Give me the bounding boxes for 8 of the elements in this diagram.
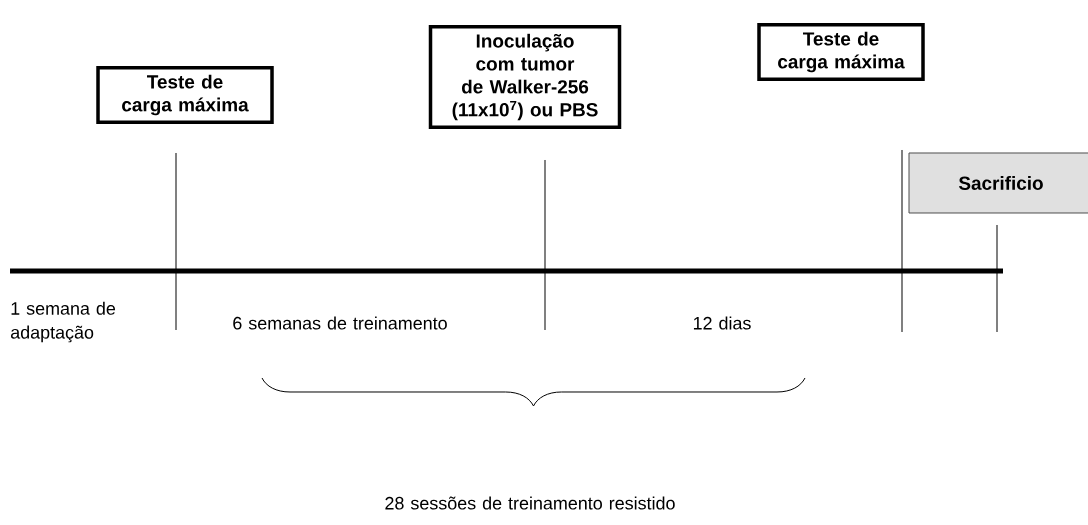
- end-box: Sacrificio: [908, 152, 1088, 214]
- step-box: Teste de carga máxima: [757, 22, 925, 82]
- period-label: 6 semanas de treinamento: [233, 316, 447, 330]
- step-box: Inoculação com tumor de Walker-256 (11x10$^{7}$) ou PBS: [428, 25, 622, 129]
- step-box: Teste de carga máxima: [96, 65, 274, 125]
- period-label: 28 sessões de treinamento resistido: [385, 496, 675, 510]
- period-label: 1 semana de adaptação: [11, 301, 116, 343]
- period-label: 12 dias: [693, 316, 751, 330]
